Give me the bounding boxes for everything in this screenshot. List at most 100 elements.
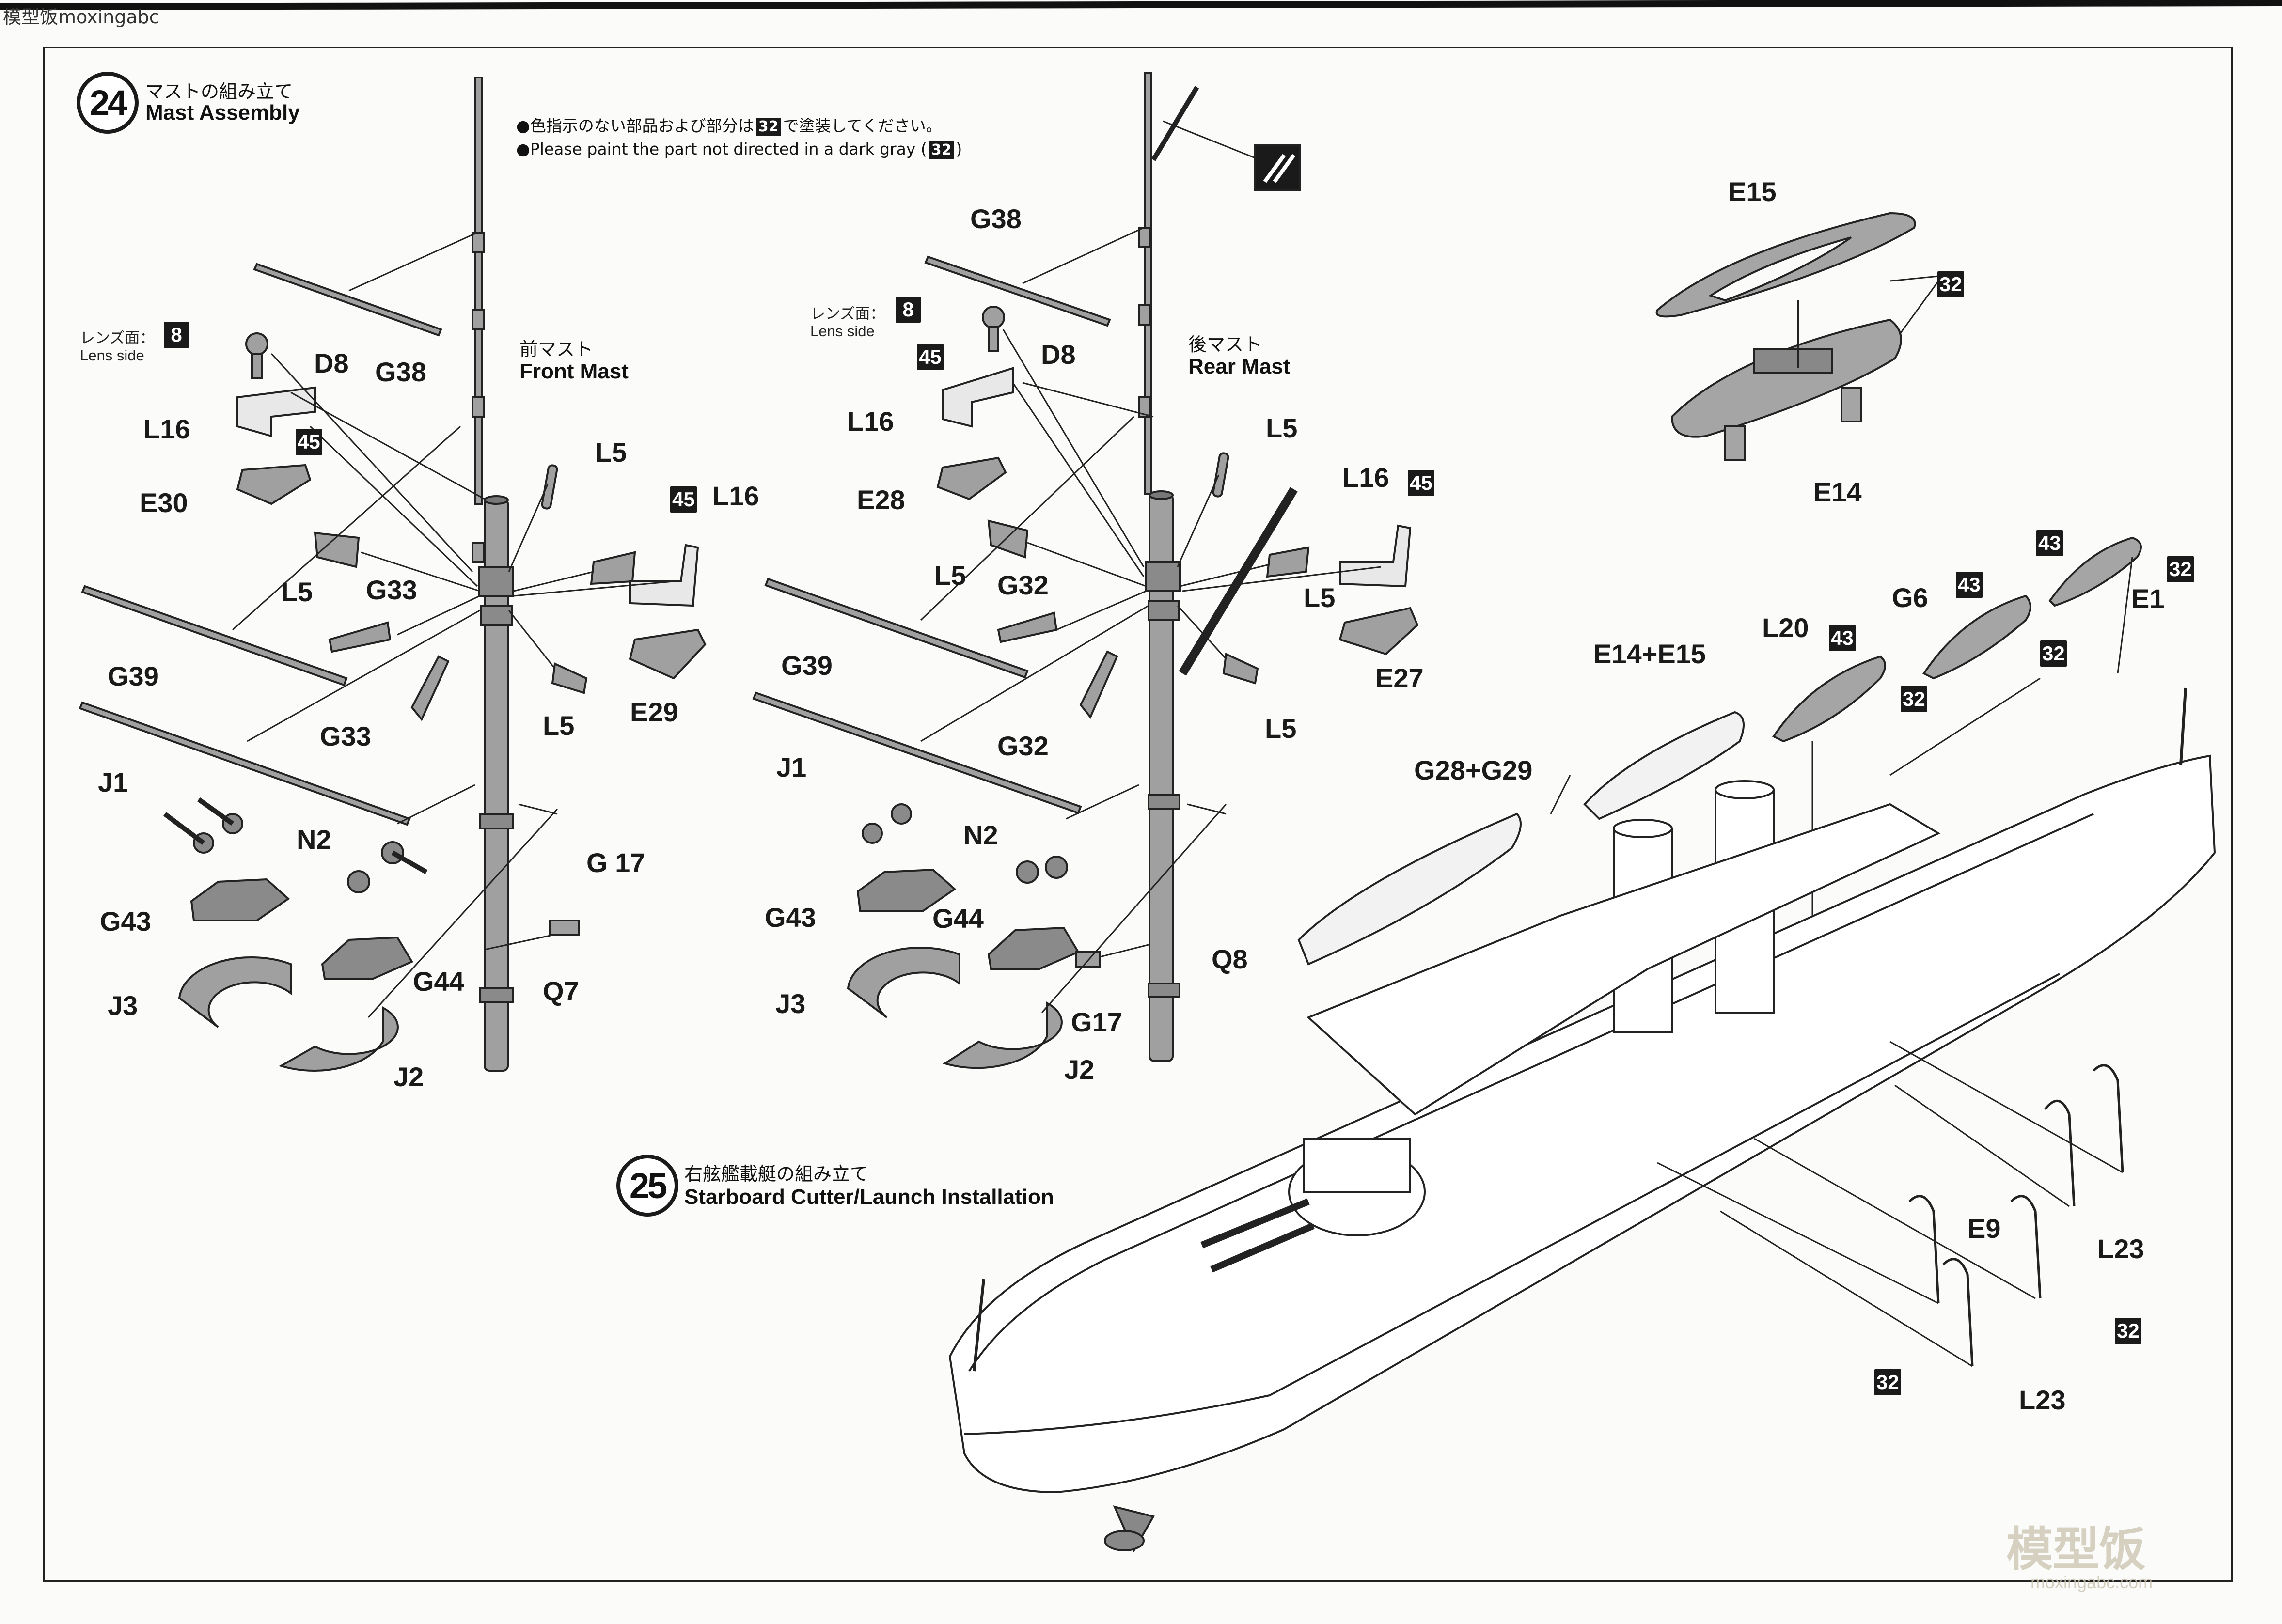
g32-plate-a: [997, 611, 1058, 643]
label-front-g39: G39: [108, 661, 159, 691]
g43-platform: [190, 878, 290, 921]
rear-boom: [1179, 487, 1298, 676]
front-mast-diagram: [79, 77, 707, 1072]
g33-plate-a: [328, 621, 392, 653]
d8-searchlight: [245, 332, 268, 356]
rear-lens-jp: レンズ面：: [810, 305, 885, 322]
label-e9: E9: [1967, 1213, 2001, 1244]
hull-waterline: [964, 973, 2060, 1435]
label-rear-l5a: L5: [1266, 413, 1298, 443]
label-front-j1: J1: [98, 767, 128, 797]
rear-j2: [943, 1001, 1063, 1069]
g44-platform: [321, 936, 413, 980]
hull-outline: [948, 754, 2216, 1494]
e14e15-boat: [1583, 711, 1745, 820]
rear-l16-bracket: [942, 367, 1014, 428]
label-front-d8: D8: [314, 348, 349, 378]
label-rear-l16r: L16: [1342, 462, 1389, 493]
gaff-line: [1151, 86, 1199, 161]
label-e1: E1: [2131, 583, 2165, 614]
j3-ring: [178, 956, 292, 1028]
label-rear-j1: J1: [776, 752, 807, 782]
page-border: [43, 47, 2233, 1582]
rear-l16r-color: 45: [1408, 470, 1434, 496]
label-front-e29: E29: [630, 697, 678, 727]
paint-note-jp-after: で塗装してください。: [783, 116, 942, 135]
label-l20: L20: [1762, 612, 1809, 643]
superstructure-deck: [1306, 803, 1941, 1116]
paint-note-en-after: ): [956, 140, 962, 158]
rear-mast-title-jp: 後マスト: [1188, 334, 1262, 355]
step-25-title-jp: 右舷艦載艇の組み立て: [684, 1163, 869, 1185]
rear-l16-right: [1339, 524, 1412, 588]
rear-g43: [856, 868, 957, 912]
l20-color-43: 43: [1829, 625, 1856, 651]
label-g28-g29: G28+G29: [1414, 755, 1533, 785]
deck-edge: [968, 813, 2094, 1372]
battleship-hull: [948, 687, 2216, 1553]
e15-color: 32: [1937, 271, 1964, 297]
g6-color-43: 43: [1956, 572, 1983, 598]
l5-plate-b: [590, 551, 636, 585]
watermark-logo: 模型饭: [2006, 1522, 2146, 1577]
l16-bracket: [236, 386, 316, 437]
front-mast-topmast: [474, 77, 483, 505]
label-front-g43: G43: [100, 906, 151, 937]
label-e14: E14: [1813, 477, 1862, 507]
top-scan-edge: [0, 0, 2282, 10]
rear-g44: [987, 926, 1080, 970]
label-rear-l5c: L5: [1304, 582, 1336, 613]
label-rear-g32a: G32: [997, 570, 1049, 600]
paint-note-en: ●Please paint the part not directed in a…: [516, 140, 962, 159]
label-rear-g43: G43: [765, 902, 816, 933]
rear-guide-lines: [920, 227, 1382, 1013]
label-rear-l5d: L5: [1265, 713, 1297, 744]
front-lens-jp: レンズ面：: [80, 329, 155, 346]
label-rear-n2: N2: [963, 820, 998, 850]
label-rear-g44: G44: [932, 903, 984, 934]
davit-3: [1908, 1195, 1940, 1304]
davit-4: [2010, 1195, 2042, 1299]
label-front-g33b: G33: [320, 721, 371, 751]
label-e14-e15: E14+E15: [1593, 639, 1706, 669]
g38-yard: [253, 263, 442, 337]
rear-lens-en: Lens side: [810, 323, 875, 340]
e1-color-32: 32: [2167, 556, 2194, 582]
e30-part: [236, 464, 312, 505]
rear-g38-yard: [924, 255, 1111, 327]
paint-note-jp-color: 32: [755, 118, 781, 136]
label-front-l16r: L16: [712, 481, 759, 511]
davits-diagram: [1657, 1041, 2124, 1367]
label-e15: E15: [1728, 176, 1777, 207]
l5-plate-c: [551, 662, 588, 694]
l20-color-32: 32: [1901, 686, 1927, 712]
label-rear-g32b: G32: [997, 731, 1049, 761]
g6-boat: [1922, 594, 2031, 680]
n2-guns: [163, 797, 428, 893]
rear-mast-title-en: Rear Mast: [1188, 355, 1291, 378]
step-25-title-en: Starboard Cutter/Launch Installation: [684, 1185, 1054, 1209]
front-l16-color: 45: [296, 429, 322, 455]
e29-part: [629, 628, 707, 680]
rear-g17-block: [1075, 951, 1101, 968]
step-25-number: 25: [616, 1155, 678, 1217]
label-front-l5a: L5: [595, 437, 627, 468]
front-guide-lines: [232, 232, 674, 1018]
l16-right-bracket: [629, 544, 699, 607]
l5-strut: [541, 464, 558, 510]
label-front-n2: N2: [297, 824, 331, 855]
rear-lens-color: 8: [896, 297, 921, 323]
g28g29-boat: [1297, 812, 1522, 966]
q7-block: [549, 920, 580, 936]
step-24-title-en: Mast Assembly: [145, 101, 300, 125]
e14-boat-hull: [1670, 318, 1902, 438]
label-front-g44: G44: [413, 966, 464, 997]
g39-yard: [81, 585, 348, 687]
rear-j3: [847, 947, 960, 1018]
l5-plate-a: [314, 531, 360, 568]
label-rear-g39: G39: [781, 650, 833, 681]
paint-note-en-before: ●Please paint the part not directed in a…: [516, 140, 927, 158]
